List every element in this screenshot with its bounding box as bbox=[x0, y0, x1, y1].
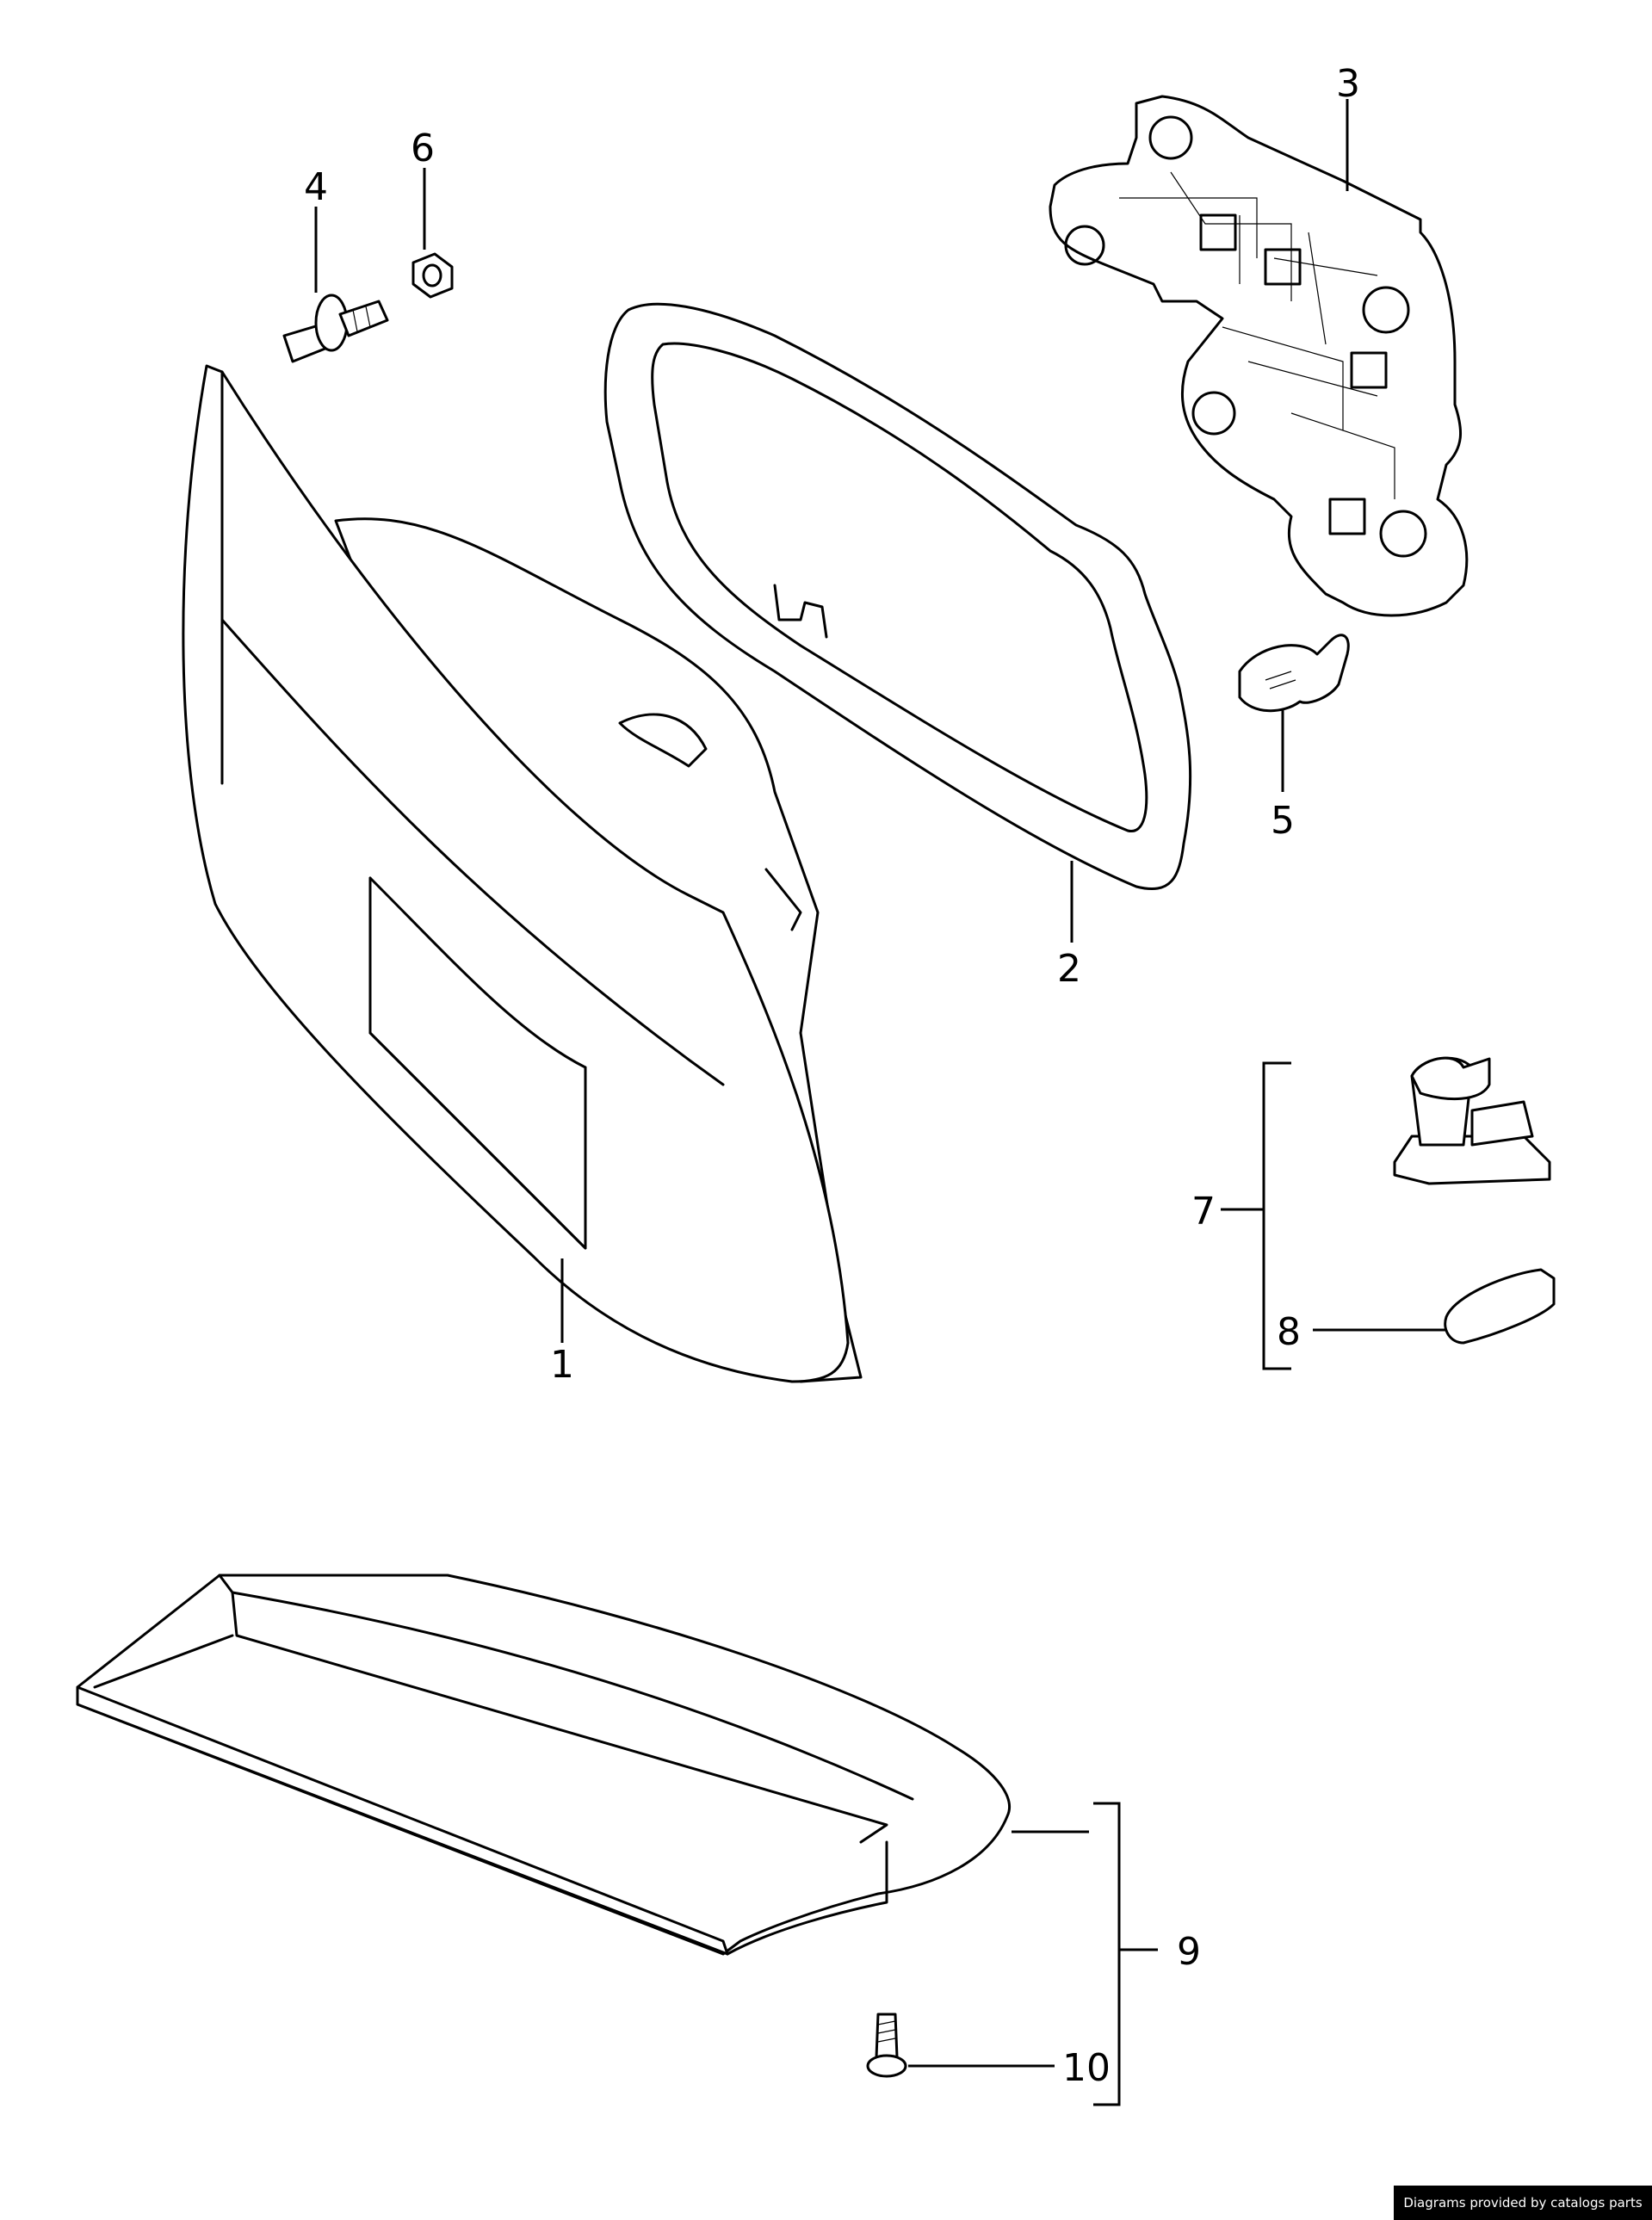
brake-light bbox=[76, 1574, 1011, 1956]
bulb bbox=[1238, 634, 1350, 713]
callout-8: 8 bbox=[1277, 1310, 1301, 1354]
callout-1: 1 bbox=[550, 1343, 574, 1387]
callout-9: 9 bbox=[1177, 1930, 1201, 1974]
gasket bbox=[603, 302, 1192, 891]
callout-2: 2 bbox=[1057, 947, 1081, 991]
callout-4: 4 bbox=[304, 165, 328, 209]
bulb-holder-board bbox=[1049, 95, 1469, 617]
screw bbox=[866, 2013, 907, 2078]
bulb-holder bbox=[1393, 1056, 1551, 1185]
leader-lines bbox=[314, 99, 1446, 2106]
callout-numbers: 1 2 3 4 5 6 7 8 9 10 bbox=[304, 62, 1360, 2090]
small-bulb bbox=[1444, 1268, 1556, 1345]
callout-5: 5 bbox=[1271, 799, 1295, 843]
callout-6: 6 bbox=[411, 127, 435, 170]
callout-3: 3 bbox=[1336, 62, 1360, 106]
stud-bolt bbox=[282, 294, 389, 363]
credit-banner: Diagrams provided by catalogs parts bbox=[1394, 2186, 1652, 2220]
tail-light-lens bbox=[182, 364, 863, 1383]
callout-7: 7 bbox=[1191, 1190, 1216, 1234]
callout-10: 10 bbox=[1062, 2046, 1111, 2090]
hex-nut bbox=[411, 252, 454, 299]
